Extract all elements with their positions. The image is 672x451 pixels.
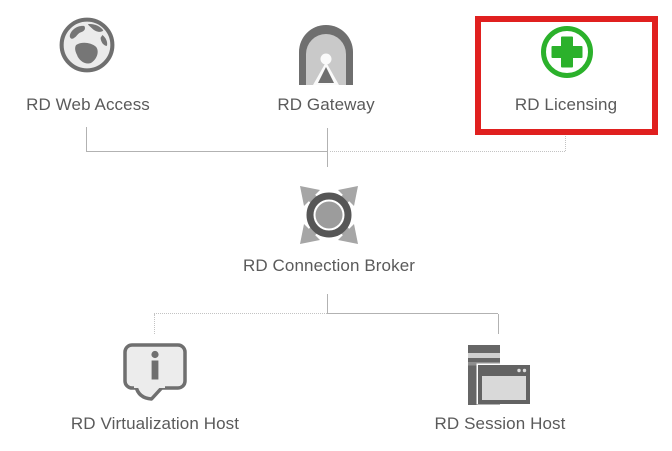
- connector-broker-bottom-vertical: [327, 294, 328, 313]
- connector-licensing-horizontal-dotted: [330, 151, 565, 152]
- connector-top-horizontal: [86, 151, 327, 152]
- connector-web-access-vertical: [86, 127, 87, 151]
- label-rd-virtualization-host: RD Virtualization Host: [70, 414, 240, 433]
- red-highlight-box: [475, 16, 658, 135]
- node-rd-virtualization-host[interactable]: [123, 343, 187, 403]
- label-rd-web-access: RD Web Access: [26, 95, 150, 114]
- globe-icon: [59, 17, 115, 73]
- connector-virtualization-horizontal-dotted: [154, 313, 327, 314]
- info-bubble-icon: [123, 343, 187, 401]
- label-rd-connection-broker: RD Connection Broker: [242, 256, 416, 275]
- node-rd-connection-broker[interactable]: [297, 184, 361, 246]
- node-rd-gateway[interactable]: [299, 25, 353, 85]
- node-rd-licensing[interactable]: [540, 25, 594, 79]
- connector-session-horizontal: [327, 313, 498, 314]
- node-rd-session-host[interactable]: [468, 344, 532, 406]
- connection-broker-arrows-icon: [300, 186, 358, 244]
- gateway-arch-icon: [299, 25, 353, 85]
- connector-virtualization-vertical-dotted: [154, 314, 155, 334]
- add-plus-icon: [541, 26, 593, 78]
- label-rd-gateway: RD Gateway: [277, 95, 375, 114]
- connector-licensing-vertical-dotted: [565, 136, 566, 151]
- node-rd-web-access[interactable]: [58, 16, 116, 74]
- connector-gateway-broker-vertical: [327, 128, 328, 167]
- connector-session-vertical: [498, 314, 499, 334]
- server-window-icon: [468, 345, 532, 405]
- label-rd-session-host: RD Session Host: [434, 414, 566, 433]
- label-rd-licensing: RD Licensing: [514, 95, 618, 114]
